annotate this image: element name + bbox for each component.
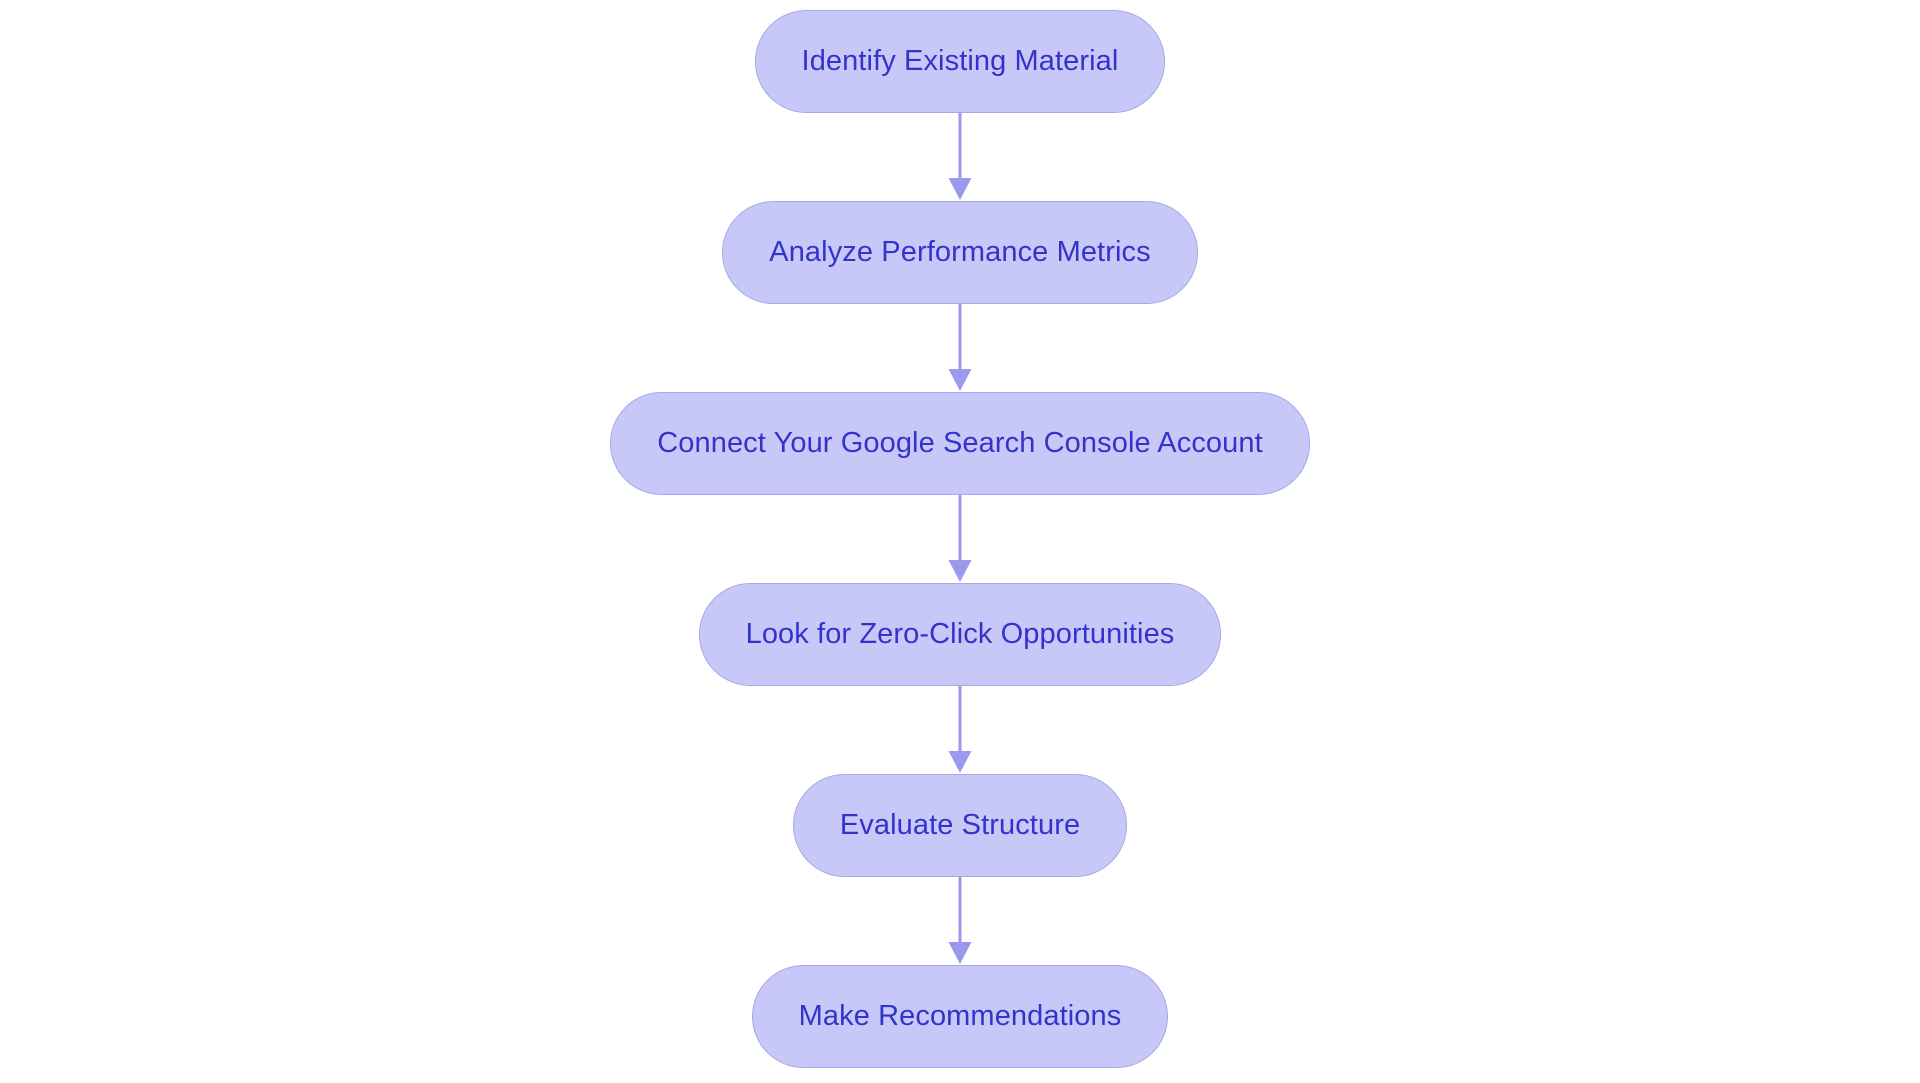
flow-edge-n2-n3: [945, 304, 975, 392]
flow-node-label: Analyze Performance Metrics: [769, 236, 1151, 268]
flow-node-label: Look for Zero-Click Opportunities: [745, 618, 1175, 650]
arrow-down-icon: [948, 178, 972, 200]
flow-node-label: Make Recommendations: [798, 1000, 1122, 1032]
arrow-down-icon: [948, 751, 972, 773]
flow-node-connect-google-search-console[interactable]: Connect Your Google Search Console Accou…: [610, 392, 1310, 495]
flow-node-label: Identify Existing Material: [801, 45, 1119, 77]
arrow-down-icon: [948, 369, 972, 391]
flow-edge-n3-n4: [945, 495, 975, 583]
arrow-down-icon: [948, 942, 972, 964]
flow-node-label: Connect Your Google Search Console Accou…: [657, 427, 1263, 459]
arrow-down-icon: [948, 560, 972, 582]
flow-edge-n5-n6: [945, 877, 975, 965]
flow-node-evaluate-structure[interactable]: Evaluate Structure: [792, 774, 1128, 877]
flow-node-identify-existing-material[interactable]: Identify Existing Material: [754, 10, 1166, 113]
flow-edge-n4-n5: [945, 686, 975, 774]
flow-node-label: Evaluate Structure: [839, 809, 1081, 841]
flow-edge-n1-n2: [945, 113, 975, 201]
flow-node-analyze-performance-metrics[interactable]: Analyze Performance Metrics: [722, 201, 1198, 304]
flow-node-look-for-zero-click-opportunities[interactable]: Look for Zero-Click Opportunities: [698, 583, 1222, 686]
flow-node-make-recommendations[interactable]: Make Recommendations: [751, 965, 1169, 1068]
